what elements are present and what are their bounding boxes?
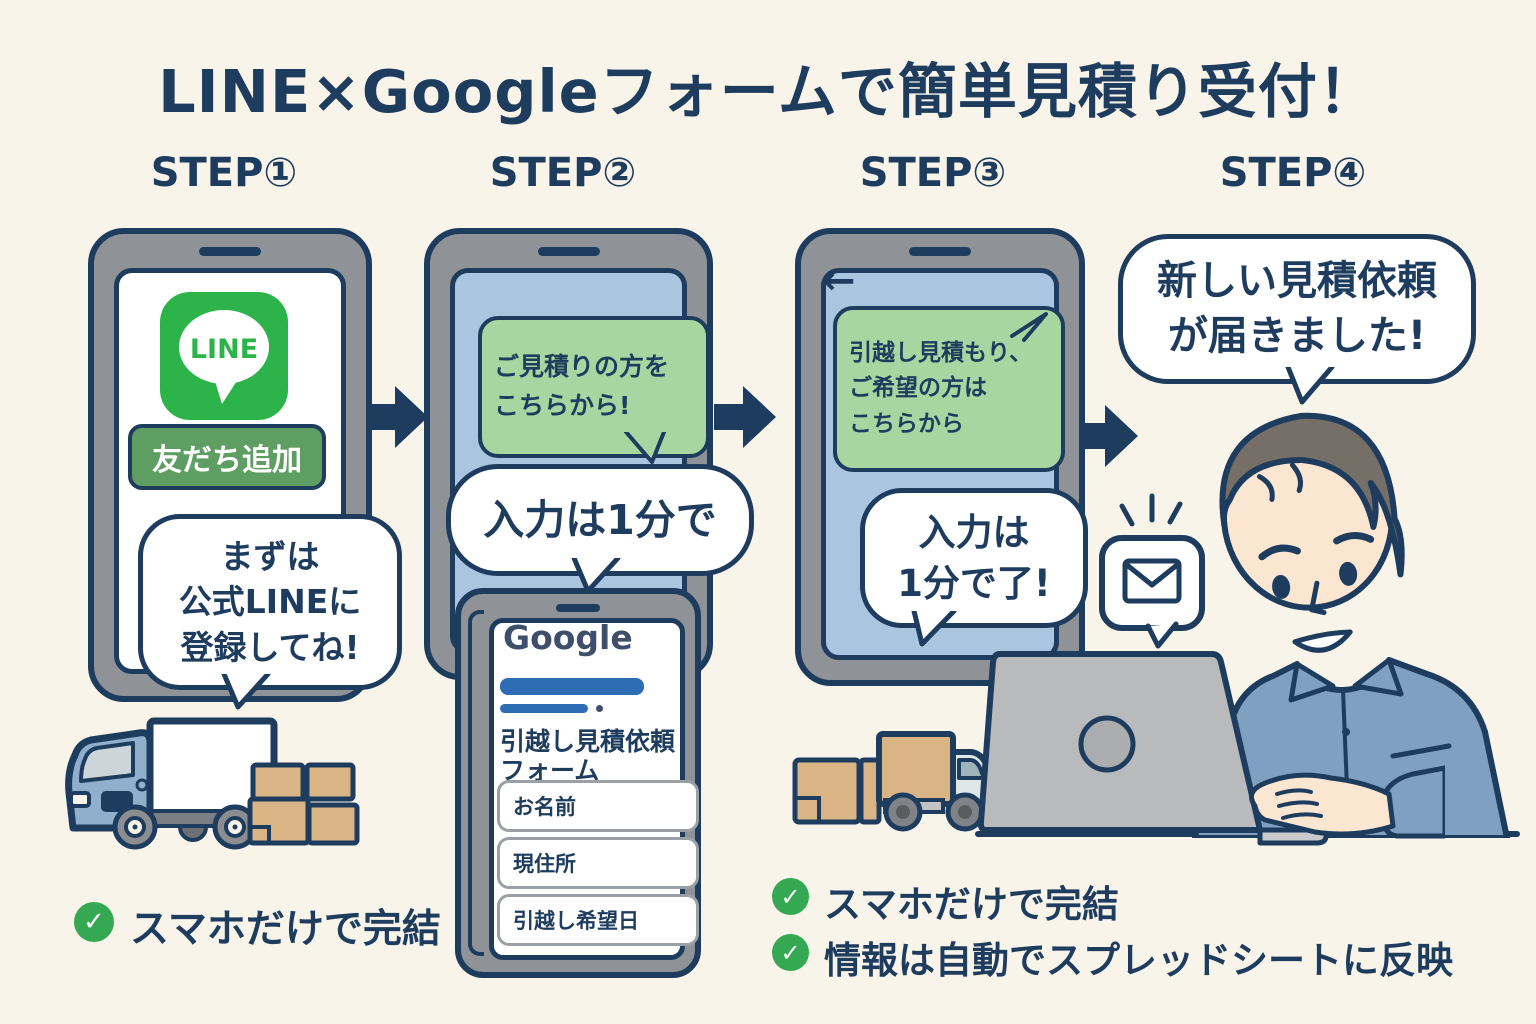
phone-speaker bbox=[556, 604, 600, 612]
form-field-address[interactable]: 現住所 bbox=[497, 837, 699, 889]
chat-bubble-tail bbox=[1010, 312, 1048, 342]
benefit-smartphone-only-2: スマホだけで完結 bbox=[824, 883, 1119, 926]
form-title-line1: 引越し見積依頼 bbox=[500, 727, 676, 756]
progress-bar bbox=[500, 678, 644, 695]
back-arrow-icon[interactable]: ← bbox=[822, 258, 856, 304]
line-app-icon: LINE bbox=[160, 292, 288, 420]
moving-truck-illustration bbox=[65, 717, 360, 850]
checkmark-icon: ✓ bbox=[74, 902, 114, 942]
progress-bar-thin bbox=[500, 704, 588, 713]
speech-bubble-done: 入力は 1分で了! bbox=[860, 488, 1088, 628]
add-friend-button[interactable]: 友だち追加 bbox=[128, 424, 326, 490]
arrow-right-icon bbox=[366, 386, 428, 448]
speech-bubble-register: まずは 公式LINEに 登録してね! bbox=[138, 514, 402, 690]
email-notification-icon bbox=[1099, 493, 1205, 649]
phone-speaker bbox=[199, 247, 261, 256]
checkmark-icon: ✓ bbox=[772, 934, 809, 971]
google-logo: Google bbox=[503, 618, 633, 657]
benefit-auto-spreadsheet: 情報は自動でスプレッドシートに反映 bbox=[824, 939, 1453, 982]
form-field-name[interactable]: お名前 bbox=[497, 780, 699, 832]
arrow-right-icon bbox=[1076, 405, 1138, 467]
typing-hands bbox=[1248, 765, 1445, 839]
step2-label: STEP② bbox=[489, 150, 637, 196]
stacked-page-edge bbox=[468, 610, 484, 956]
benefit-smartphone-only: スマホだけで完結 bbox=[130, 907, 441, 952]
page-title: LINE×Googleフォームで簡単見積り受付！ bbox=[158, 57, 1378, 126]
checkmark-icon: ✓ bbox=[772, 878, 809, 915]
phone-speaker bbox=[537, 247, 600, 256]
step4-label: STEP④ bbox=[1219, 150, 1367, 196]
bubble-tail bbox=[1285, 367, 1335, 405]
phone-speaker bbox=[909, 247, 971, 256]
dot bbox=[596, 705, 603, 712]
step1-label: STEP① bbox=[150, 150, 298, 196]
bubble-tail bbox=[911, 611, 957, 647]
chat-bubble-quote-link: ご見積りの方を こちらから! bbox=[478, 316, 710, 458]
line-logo-text: LINE bbox=[190, 334, 258, 365]
chat-bubble-tail bbox=[624, 432, 666, 464]
form-field-move-date[interactable]: 引越し希望日 bbox=[497, 894, 699, 946]
speech-bubble-new-request: 新しい見積依頼 が届きました! bbox=[1118, 234, 1476, 384]
bubble-tail bbox=[221, 674, 271, 710]
arrow-right-icon bbox=[714, 386, 776, 448]
step3-label: STEP③ bbox=[859, 150, 1007, 196]
